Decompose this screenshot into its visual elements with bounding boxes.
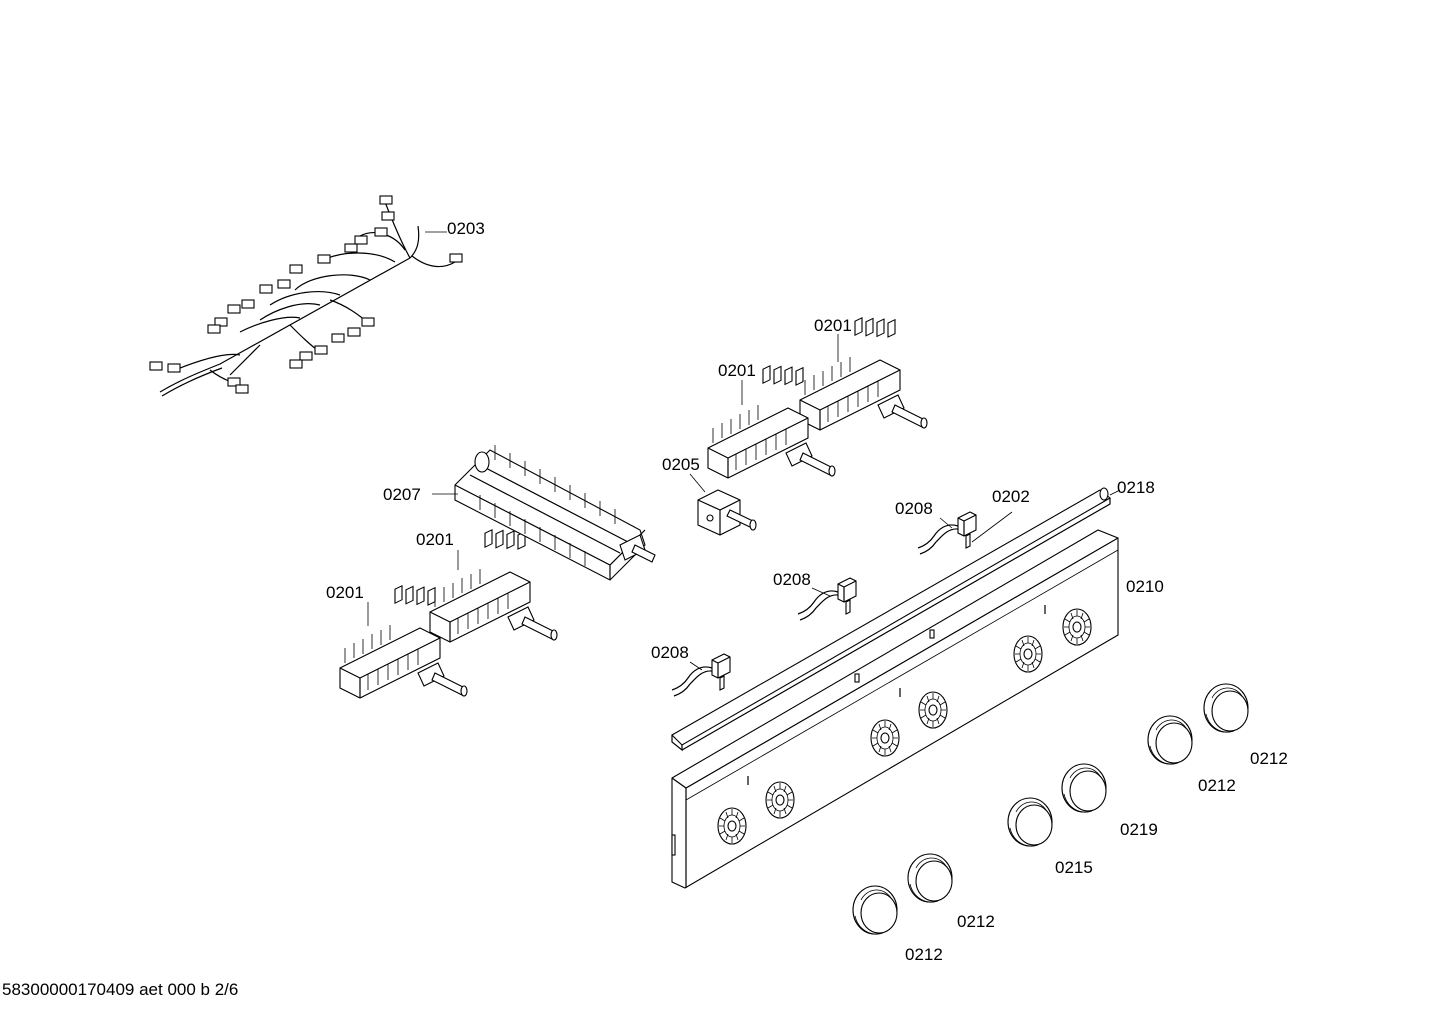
knob-0219 [1061, 763, 1107, 813]
knob-0212-c [907, 853, 953, 903]
label-0203: 0203 [447, 219, 485, 238]
label-0202: 0202 [992, 487, 1030, 506]
wiring-harness-0203 [149, 195, 463, 397]
control-panel-0210 [671, 529, 1119, 889]
label-0208-c: 0208 [651, 643, 689, 662]
label-0208-a: 0208 [895, 499, 933, 518]
label-0208-b: 0208 [773, 570, 811, 589]
label-0210: 0210 [1126, 577, 1164, 596]
label-0215: 0215 [1055, 858, 1093, 877]
label-0201-c: 0201 [416, 530, 454, 549]
component-0205 [689, 473, 757, 536]
label-0212-c: 0212 [957, 912, 995, 931]
knob-0212-a [1203, 683, 1249, 733]
label-0201-a: 0201 [814, 316, 852, 335]
drawing-reference: 58300000170409 aet 000 b 2/6 [2, 980, 239, 999]
label-0205: 0205 [662, 455, 700, 474]
label-0201-d: 0201 [326, 583, 364, 602]
label-0219: 0219 [1120, 820, 1158, 839]
label-0212-d: 0212 [905, 945, 943, 964]
label-0201-b: 0201 [718, 361, 756, 380]
label-0212-a: 0212 [1250, 749, 1288, 768]
terminal-0208-a [917, 511, 977, 555]
trim-strip-0218 [671, 487, 1121, 752]
label-0212-b: 0212 [1198, 776, 1236, 795]
knob-0212-d [852, 885, 898, 935]
knob-0212-b [1147, 715, 1193, 765]
bar-switch-0207 [432, 445, 656, 581]
knob-0215 [1007, 797, 1053, 847]
label-0218: 0218 [1117, 478, 1155, 497]
label-0207: 0207 [383, 485, 421, 504]
